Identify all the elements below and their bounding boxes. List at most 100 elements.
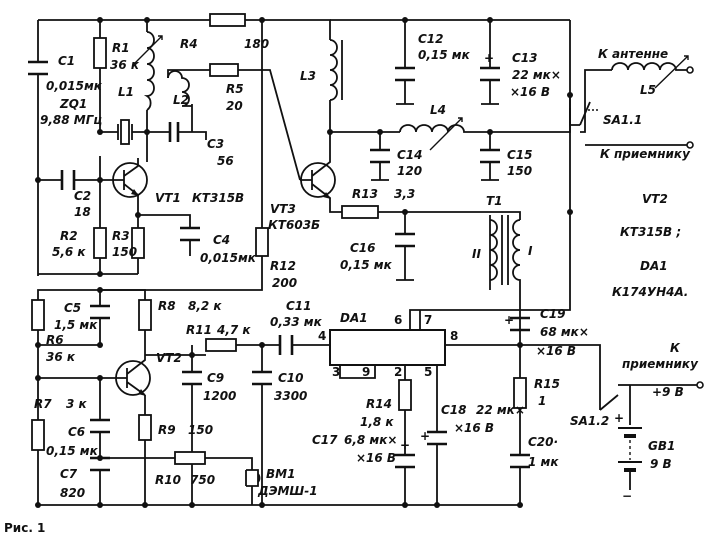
- capacitor-c19: +: [504, 313, 530, 332]
- capacitor-c9: [182, 370, 202, 386]
- label-l5-ref: L5: [640, 83, 656, 97]
- label-c15-ref: C15: [507, 148, 533, 162]
- capacitor-c3: [168, 122, 180, 142]
- label-c4-value: 0,015мк: [200, 251, 257, 265]
- label-c17-value2: ×16 В: [356, 451, 396, 465]
- label-c5-ref: C5: [64, 301, 81, 315]
- label-c9-ref: C9: [207, 371, 224, 385]
- label-r7-value: 3 к: [66, 397, 88, 411]
- capacitor-c6: [90, 418, 110, 434]
- label-c2-value: 18: [74, 205, 91, 219]
- label-c1-value: 0,015мк: [46, 79, 103, 93]
- transistor-vt3: [300, 155, 336, 205]
- svg-text:+: +: [614, 411, 624, 425]
- da1-pin-label: 2: [394, 365, 402, 379]
- inductor-l5: [611, 55, 690, 89]
- resistor-r8: [138, 299, 152, 331]
- label-r8-value: 8,2 к: [188, 299, 222, 313]
- svg-text:+: +: [484, 51, 494, 65]
- label-r10-value: 750: [190, 473, 215, 487]
- label-c18-ref: C18: [441, 403, 467, 417]
- capacitor-c12: [395, 66, 415, 105]
- capacitor-c11: [278, 335, 294, 355]
- label-c3-value: 56: [217, 154, 234, 168]
- label-r6-ref: R6: [46, 333, 64, 347]
- label-r11-ref: R11: [186, 323, 212, 337]
- label-r15-ref: R15: [534, 377, 560, 391]
- label-c3-ref: C3: [207, 137, 224, 151]
- inductor-l1: [133, 31, 163, 111]
- label-r10-ref: R10: [155, 473, 181, 487]
- label-c7-ref: C7: [60, 467, 78, 481]
- label-c12-ref: C12: [418, 32, 444, 46]
- label-l4-ref: L4: [430, 103, 446, 117]
- legend-vt2-type: КТ315В ;: [620, 225, 681, 239]
- label-c1-ref: C1: [58, 54, 75, 68]
- label-c19-value2: ×16 В: [536, 344, 576, 358]
- junctions: [35, 17, 573, 508]
- resistor-r4: [209, 13, 246, 27]
- label-r8-ref: R8: [158, 299, 176, 313]
- label-c10-value: 3300: [274, 389, 307, 403]
- label-c12-value: 0,15 мк: [418, 48, 471, 62]
- capacitor-c20: [510, 453, 530, 469]
- label-r6-value: 36 к: [46, 350, 76, 364]
- label-t1-ref: T1: [486, 194, 503, 208]
- da1-pin-label: 6: [394, 313, 402, 327]
- ic-da1: [329, 318, 446, 366]
- label-r15-value: 1: [538, 394, 546, 408]
- resistor-r7: [31, 419, 45, 451]
- resistor-r15: [513, 377, 527, 409]
- da1-pin-label: 7: [424, 313, 432, 327]
- label-c14-ref: C14: [397, 148, 423, 162]
- label-r1-value: 36 к: [110, 58, 140, 72]
- label-c6-value: 0,15 мк: [46, 444, 99, 458]
- capacitor-c14: [370, 148, 390, 181]
- label-receiver-1: К приемнику: [600, 147, 691, 161]
- label-receiver-2b: приемнику: [622, 357, 699, 371]
- capacitor-c13: +: [480, 51, 500, 105]
- label-c17-value: 6,8 мк×: [344, 433, 397, 447]
- label-vt3-ref: VT3: [270, 202, 296, 216]
- label-r13-ref: R13: [352, 187, 378, 201]
- label-r14-value: 1,8 к: [360, 415, 394, 429]
- label-c11-ref: C11: [286, 299, 312, 313]
- label-r4-value: 180: [244, 37, 269, 51]
- label-c14-value: 120: [397, 164, 422, 178]
- legend-vt2-label: VT2: [642, 192, 668, 206]
- label-c5-value: 1,5 мк: [54, 318, 98, 332]
- label-antenna: К антенне: [598, 47, 668, 61]
- switch-sa1-1: [579, 101, 600, 126]
- label-sa11-ref: SA1.1: [603, 113, 642, 127]
- crystal-zq1: [117, 119, 133, 145]
- label-l2-ref: L2: [173, 93, 189, 107]
- label-c13-value: 22 мк×: [512, 68, 561, 82]
- label-gb1-ref: GB1: [648, 439, 675, 453]
- label-c4-ref: C4: [213, 233, 230, 247]
- resistor-r3: [131, 227, 145, 259]
- label-zq1-value: 9,88 МГц: [40, 113, 102, 127]
- capacitor-c1: [28, 60, 48, 76]
- label-r4-ref: R4: [180, 37, 198, 51]
- resistor-r13: [341, 205, 379, 219]
- label-t1-winding2: II: [472, 247, 481, 261]
- svg-text:−: −: [622, 489, 632, 503]
- label-r12-value: 200: [272, 276, 297, 290]
- label-r1-ref: R1: [112, 41, 130, 55]
- label-c7-value: 820: [60, 486, 85, 500]
- da1-pin-label: 8: [450, 329, 458, 343]
- label-r5-value: 20: [226, 99, 243, 113]
- label-r2-value: 5,6 к: [52, 245, 86, 259]
- resistor-r14: [398, 379, 412, 411]
- label-c20-value: 1 мк: [528, 455, 559, 469]
- label-c20-ref: C20·: [528, 435, 558, 449]
- label-bm1-type: ДЭМШ-1: [257, 484, 318, 498]
- switch-sa1-2: [599, 384, 630, 411]
- label-c13-ref: C13: [512, 51, 538, 65]
- inductor-l2: [167, 70, 192, 107]
- capacitor-c10: [252, 370, 272, 386]
- resistor-r2: [93, 227, 107, 259]
- transformer-t1: [489, 215, 521, 285]
- capacitor-c16: [395, 232, 415, 281]
